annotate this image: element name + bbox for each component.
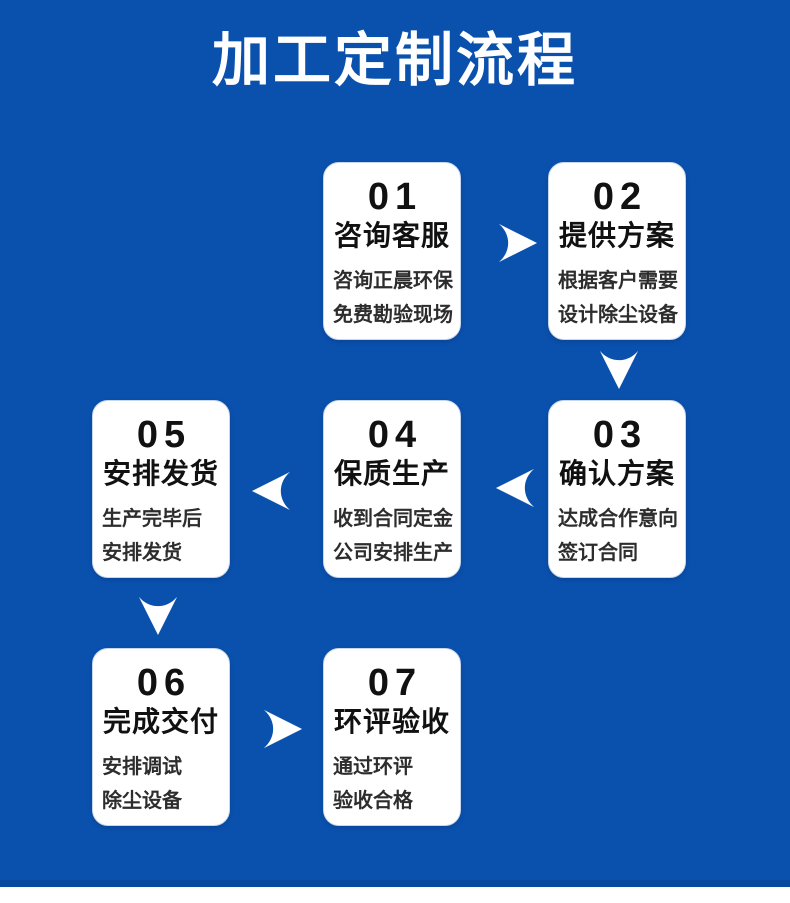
- step-description: 收到合同定金 公司安排生产: [324, 502, 460, 570]
- step-description-line: 安排调试: [102, 756, 182, 778]
- step-description: 咨询正晨环保 免费勘验现场: [324, 264, 460, 332]
- step-title: 确认方案: [558, 458, 675, 489]
- footer-dark-strip: [0, 880, 790, 887]
- step-title: 完成交付: [102, 706, 219, 737]
- step-description-line: 除尘设备: [102, 790, 182, 812]
- arrow-right-icon: [494, 222, 540, 264]
- step-description-line: 安排发货: [102, 542, 182, 564]
- step-description-line: 生产完毕后: [102, 508, 202, 530]
- step-number: 02: [592, 176, 648, 218]
- step-card-06: 06 完成交付 安排调试 除尘设备: [92, 648, 230, 826]
- step-description-line: 咨询正晨环保: [333, 270, 453, 292]
- step-card-02: 02 提供方案 根据客户需要 设计除尘设备: [548, 162, 686, 340]
- step-card-04: 04 保质生产 收到合同定金 公司安排生产: [323, 400, 461, 578]
- arrow-down-icon: [598, 346, 640, 392]
- step-card-05: 05 安排发货 生产完毕后 安排发货: [92, 400, 230, 578]
- step-description-line: 达成合作意向: [558, 508, 678, 530]
- step-title: 提供方案: [558, 220, 675, 251]
- step-description-line: 通过环评: [333, 756, 413, 778]
- step-description-line: 收到合同定金: [333, 508, 453, 530]
- arrow-right-icon: [259, 708, 305, 750]
- page-title: 加工定制流程: [211, 28, 578, 93]
- step-number: 01: [367, 176, 423, 218]
- step-description-line: 设计除尘设备: [558, 304, 678, 326]
- step-description: 达成合作意向 签订合同: [549, 502, 685, 570]
- step-title: 环评验收: [333, 706, 450, 737]
- step-description: 根据客户需要 设计除尘设备: [549, 264, 685, 332]
- step-description-line: 根据客户需要: [558, 270, 678, 292]
- step-description-line: 免费勘验现场: [333, 304, 453, 326]
- step-card-07: 07 环评验收 通过环评 验收合格: [323, 648, 461, 826]
- step-title: 咨询客服: [333, 220, 450, 251]
- step-number: 04: [367, 414, 423, 456]
- step-description: 安排调试 除尘设备: [93, 750, 229, 818]
- step-number: 06: [136, 662, 192, 704]
- arrow-left-icon: [249, 470, 295, 512]
- arrow-left-icon: [493, 467, 539, 509]
- step-description: 生产完毕后 安排发货: [93, 502, 229, 570]
- footer-white-strip: [0, 887, 790, 903]
- step-card-01: 01 咨询客服 咨询正晨环保 免费勘验现场: [323, 162, 461, 340]
- step-title: 安排发货: [102, 458, 219, 489]
- step-card-03: 03 确认方案 达成合作意向 签订合同: [548, 400, 686, 578]
- step-number: 07: [367, 662, 423, 704]
- step-description-line: 公司安排生产: [333, 542, 453, 564]
- step-description-line: 签订合同: [558, 542, 638, 564]
- step-number: 05: [136, 414, 192, 456]
- step-title: 保质生产: [333, 458, 450, 489]
- step-description: 通过环评 验收合格: [324, 750, 460, 818]
- step-description-line: 验收合格: [333, 790, 413, 812]
- arrow-down-icon: [137, 592, 179, 638]
- step-number: 03: [592, 414, 648, 456]
